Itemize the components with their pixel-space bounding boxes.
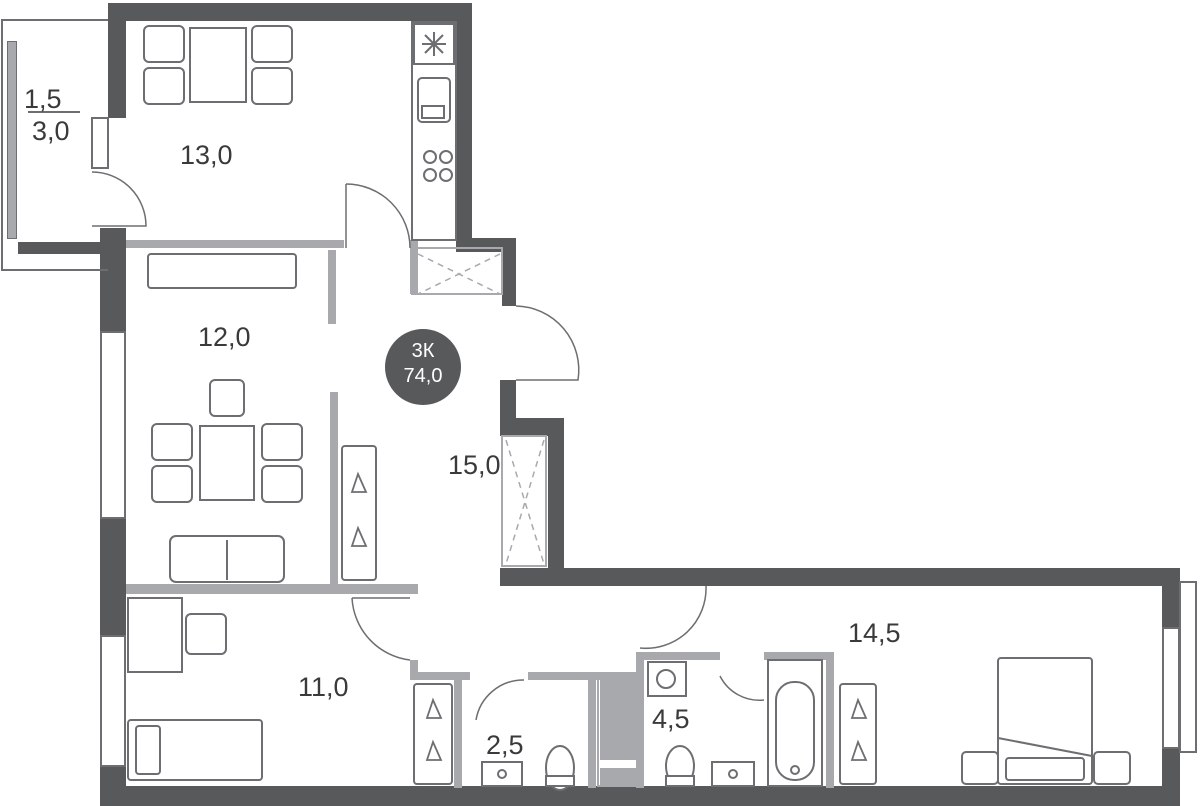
apartment-type: 3К bbox=[411, 340, 435, 362]
hall-area-label: 15,0 bbox=[448, 450, 501, 480]
bathroom-fixtures bbox=[481, 659, 877, 791]
partitions bbox=[126, 240, 834, 788]
kitchen-furniture bbox=[143, 21, 457, 241]
apartment-total-area: 74,0 bbox=[403, 365, 443, 387]
bedroom-small-furniture bbox=[127, 597, 453, 785]
windows bbox=[100, 331, 1197, 767]
balcony-railing bbox=[8, 42, 16, 238]
apartment-badge: 3К 74,0 bbox=[385, 329, 461, 405]
hanger-icon bbox=[350, 471, 868, 761]
balcony-area-bottom: 3,0 bbox=[32, 116, 70, 146]
bedroom-master-area-label: 14,5 bbox=[848, 618, 901, 648]
closet-markings bbox=[417, 253, 545, 565]
exterior-walls bbox=[18, 3, 1180, 806]
door-swings bbox=[91, 171, 765, 721]
living-room-furniture bbox=[147, 253, 377, 583]
bedroom-master-furniture bbox=[961, 657, 1131, 785]
snowflake-icon bbox=[422, 32, 446, 56]
kitchen-area-label: 13,0 bbox=[180, 140, 233, 170]
bathroom-area-label: 4,5 bbox=[652, 704, 690, 734]
bedroom-small-area-label: 11,0 bbox=[298, 672, 349, 702]
closet-outlines bbox=[411, 247, 639, 787]
living-room-area-label: 12,0 bbox=[198, 322, 251, 352]
balcony-area-top: 1,5 bbox=[24, 84, 62, 114]
wc-area-label: 2,5 bbox=[486, 730, 524, 760]
